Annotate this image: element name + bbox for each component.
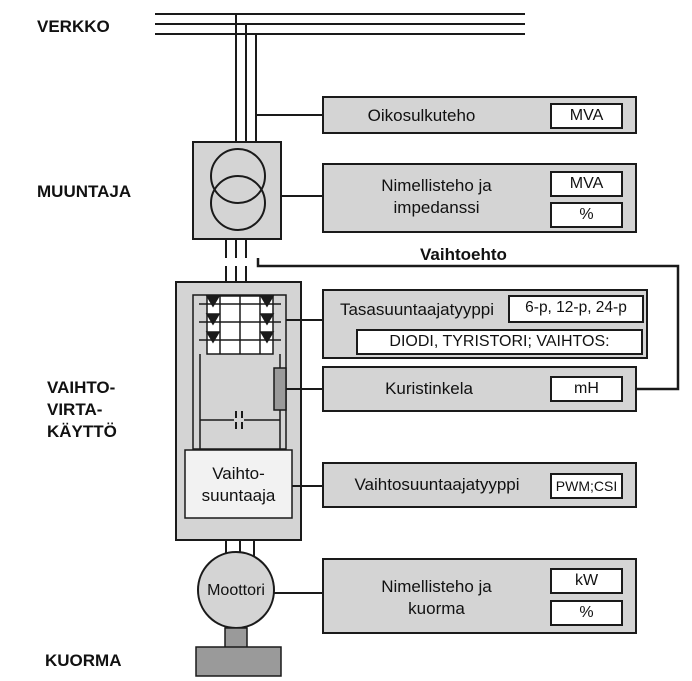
grid-busbars	[155, 13, 525, 35]
inverter-label-line2: suuntaaja	[201, 486, 276, 505]
alternative-label: Vaihtoehto	[420, 245, 507, 264]
transformer-box	[192, 141, 282, 240]
motor-percent-field: %	[550, 600, 623, 626]
motor-shaft	[224, 627, 248, 649]
transformer-percent-field: %	[550, 202, 623, 228]
dc-capacitor	[234, 411, 244, 429]
reactor-panel: Kuristinkela mH	[322, 366, 637, 412]
load-block	[195, 646, 282, 677]
drive-label-line2: VIRTA-	[47, 400, 103, 419]
short-circuit-panel: Oikosulkuteho MVA	[322, 96, 637, 134]
short-circuit-unit-field: MVA	[550, 103, 623, 129]
grid-feeder-lines	[235, 14, 257, 142]
rectifier-type-title: Tasasuuntaajatyyppi	[339, 300, 495, 319]
rectifier-types-field: DIODI, TYRISTORI; VAIHTOS:	[356, 329, 643, 355]
motor-rating-panel: Nimellisteho ja kuorma kW %	[322, 558, 637, 634]
grid-label: VERKKO	[37, 17, 110, 36]
transformer-symbol	[210, 148, 266, 231]
transformer-mva-field: MVA	[550, 171, 623, 197]
inverter-label-line1: Vaihto-	[212, 464, 265, 483]
transformer-label: MUUNTAJA	[37, 182, 132, 201]
motor-kw-field: kW	[550, 568, 623, 594]
inverter-options-field: PWM;CSI	[550, 473, 623, 499]
inverter-type-panel: Vaihtosuuntaajatyyppi PWM;CSI	[322, 462, 637, 508]
motor-rating-title-line2: kuorma	[408, 599, 465, 618]
transformer-rating-title-line1: Nimellisteho ja	[381, 176, 492, 195]
short-circuit-title: Oikosulkuteho	[367, 106, 476, 125]
reactor-coil	[273, 367, 287, 411]
transformer-rating-title-line2: impedanssi	[393, 198, 480, 217]
reactor-unit-field: mH	[550, 376, 623, 402]
rectifier-bridge	[199, 295, 281, 355]
motor-label: Moottori	[207, 582, 265, 599]
transformer-rating-panel: Nimellisteho ja impedanssi MVA %	[322, 163, 637, 233]
reactor-title: Kuristinkela	[385, 379, 473, 398]
load-label: KUORMA	[45, 651, 122, 670]
rectifier-options-field: 6-p, 12-p, 24-p	[508, 295, 644, 323]
rectifier-type-panel: Tasasuuntaajatyyppi 6-p, 12-p, 24-p DIOD…	[322, 289, 648, 359]
inverter-block	[184, 449, 293, 519]
alternative-line	[256, 258, 680, 391]
drive-label-line3: KÄYTTÖ	[47, 422, 117, 441]
drive-label-line1: VAIHTO-	[47, 378, 116, 397]
inverter-type-title: Vaihtosuuntaajatyyppi	[354, 475, 520, 494]
motor-rating-title-line1: Nimellisteho ja	[381, 577, 492, 596]
